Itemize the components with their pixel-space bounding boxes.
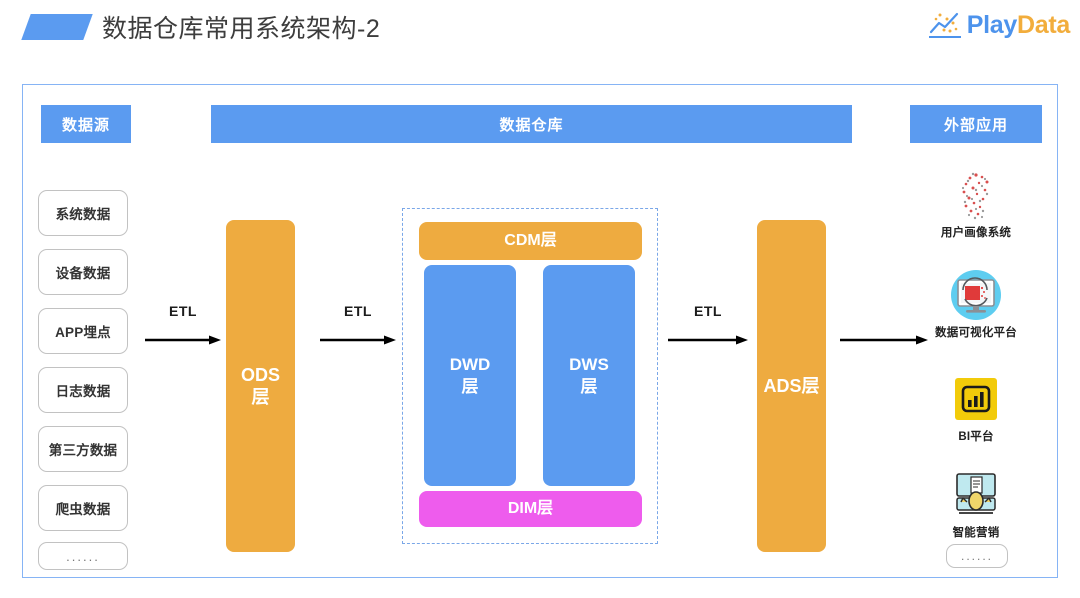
data-source-chip-third-party[interactable]: 第三方数据 bbox=[38, 426, 128, 472]
data-source-chip-app-tracking[interactable]: APP埋点 bbox=[38, 308, 128, 354]
brand-name-data: Data bbox=[1017, 10, 1070, 39]
stage-ods-line1: ODS bbox=[240, 364, 280, 385]
data-source-chip-logs[interactable]: 日志数据 bbox=[38, 367, 128, 413]
external-app-user-profile[interactable]: 用户画像系统 bbox=[910, 168, 1042, 240]
section-header-external-apps: 外部应用 bbox=[910, 105, 1042, 143]
external-app-label-bi-platform: BI平台 bbox=[958, 431, 994, 443]
section-header-data-warehouse: 数据仓库 bbox=[211, 105, 852, 143]
brand-name-play: Play bbox=[966, 10, 1018, 39]
stage-ods-line2: 层 bbox=[251, 387, 270, 407]
data-source-chip-system[interactable]: 系统数据 bbox=[38, 190, 128, 236]
data-source-chip-device[interactable]: 设备数据 bbox=[38, 249, 128, 295]
flow-ads-to-external-apps bbox=[840, 303, 928, 349]
presentation-person-icon bbox=[956, 473, 996, 514]
stage-box-dwd[interactable]: DWD 层 bbox=[424, 265, 516, 486]
flow-etl-cdm-to-ads: ETL bbox=[668, 303, 748, 349]
flow-label-etl-2: ETL bbox=[344, 303, 372, 319]
arrow-right-icon bbox=[320, 335, 396, 345]
stage-box-dws[interactable]: DWS 层 bbox=[543, 265, 635, 486]
external-app-label-user-profile: 用户画像系统 bbox=[940, 227, 1012, 239]
user-profile-head-icon bbox=[961, 172, 989, 220]
section-header-data-source: 数据源 bbox=[41, 105, 131, 143]
external-app-data-visualization[interactable]: 数据可视化平台 bbox=[910, 268, 1042, 340]
data-source-chip-more[interactable]: ...... bbox=[38, 542, 128, 570]
external-app-label-data-visualization: 数据可视化平台 bbox=[935, 327, 1017, 339]
flow-etl-ods-to-cdm: ETL bbox=[320, 303, 396, 349]
page-header: 数据仓库常用系统架构-2 PlayData bbox=[0, 0, 1080, 68]
external-app-smart-marketing[interactable]: 智能营销 bbox=[910, 468, 1042, 540]
stage-dwd-line2: 层 bbox=[461, 376, 479, 396]
stage-dws-line2: 层 bbox=[580, 376, 598, 396]
external-app-bi-platform[interactable]: BI平台 bbox=[910, 372, 1042, 444]
external-app-more[interactable]: ...... bbox=[946, 544, 1008, 568]
stage-box-cdm[interactable]: CDM层 bbox=[419, 222, 642, 260]
stage-box-dim[interactable]: DIM层 bbox=[419, 491, 642, 527]
line-chart-scatter-icon bbox=[928, 12, 961, 38]
diagram-frame bbox=[22, 84, 1058, 578]
stage-box-ads[interactable]: ADS层 bbox=[757, 220, 826, 552]
external-app-label-smart-marketing: 智能营销 bbox=[952, 527, 1000, 539]
flow-label-etl-3: ETL bbox=[694, 303, 722, 319]
cdm-layer-group-container bbox=[402, 208, 658, 544]
arrow-right-icon bbox=[145, 335, 221, 345]
flow-etl-source-to-ods: ETL bbox=[145, 303, 221, 349]
flow-label-etl-1: ETL bbox=[169, 303, 197, 319]
brand-logo: PlayData bbox=[928, 8, 1070, 42]
bi-bar-chart-icon bbox=[955, 378, 997, 420]
title-accent-shape bbox=[21, 14, 93, 40]
stage-dwd-line1: DWD bbox=[449, 355, 491, 375]
stage-dws-line1: DWS bbox=[569, 355, 609, 375]
arrow-right-icon bbox=[840, 335, 928, 345]
page-title: 数据仓库常用系统架构-2 bbox=[102, 15, 381, 43]
monitor-chart-icon bbox=[951, 270, 1001, 320]
data-source-chip-crawler[interactable]: 爬虫数据 bbox=[38, 485, 128, 531]
arrow-right-icon bbox=[668, 335, 748, 345]
stage-box-ods[interactable]: ODS 层 bbox=[226, 220, 295, 552]
brand-name: PlayData bbox=[966, 10, 1071, 40]
